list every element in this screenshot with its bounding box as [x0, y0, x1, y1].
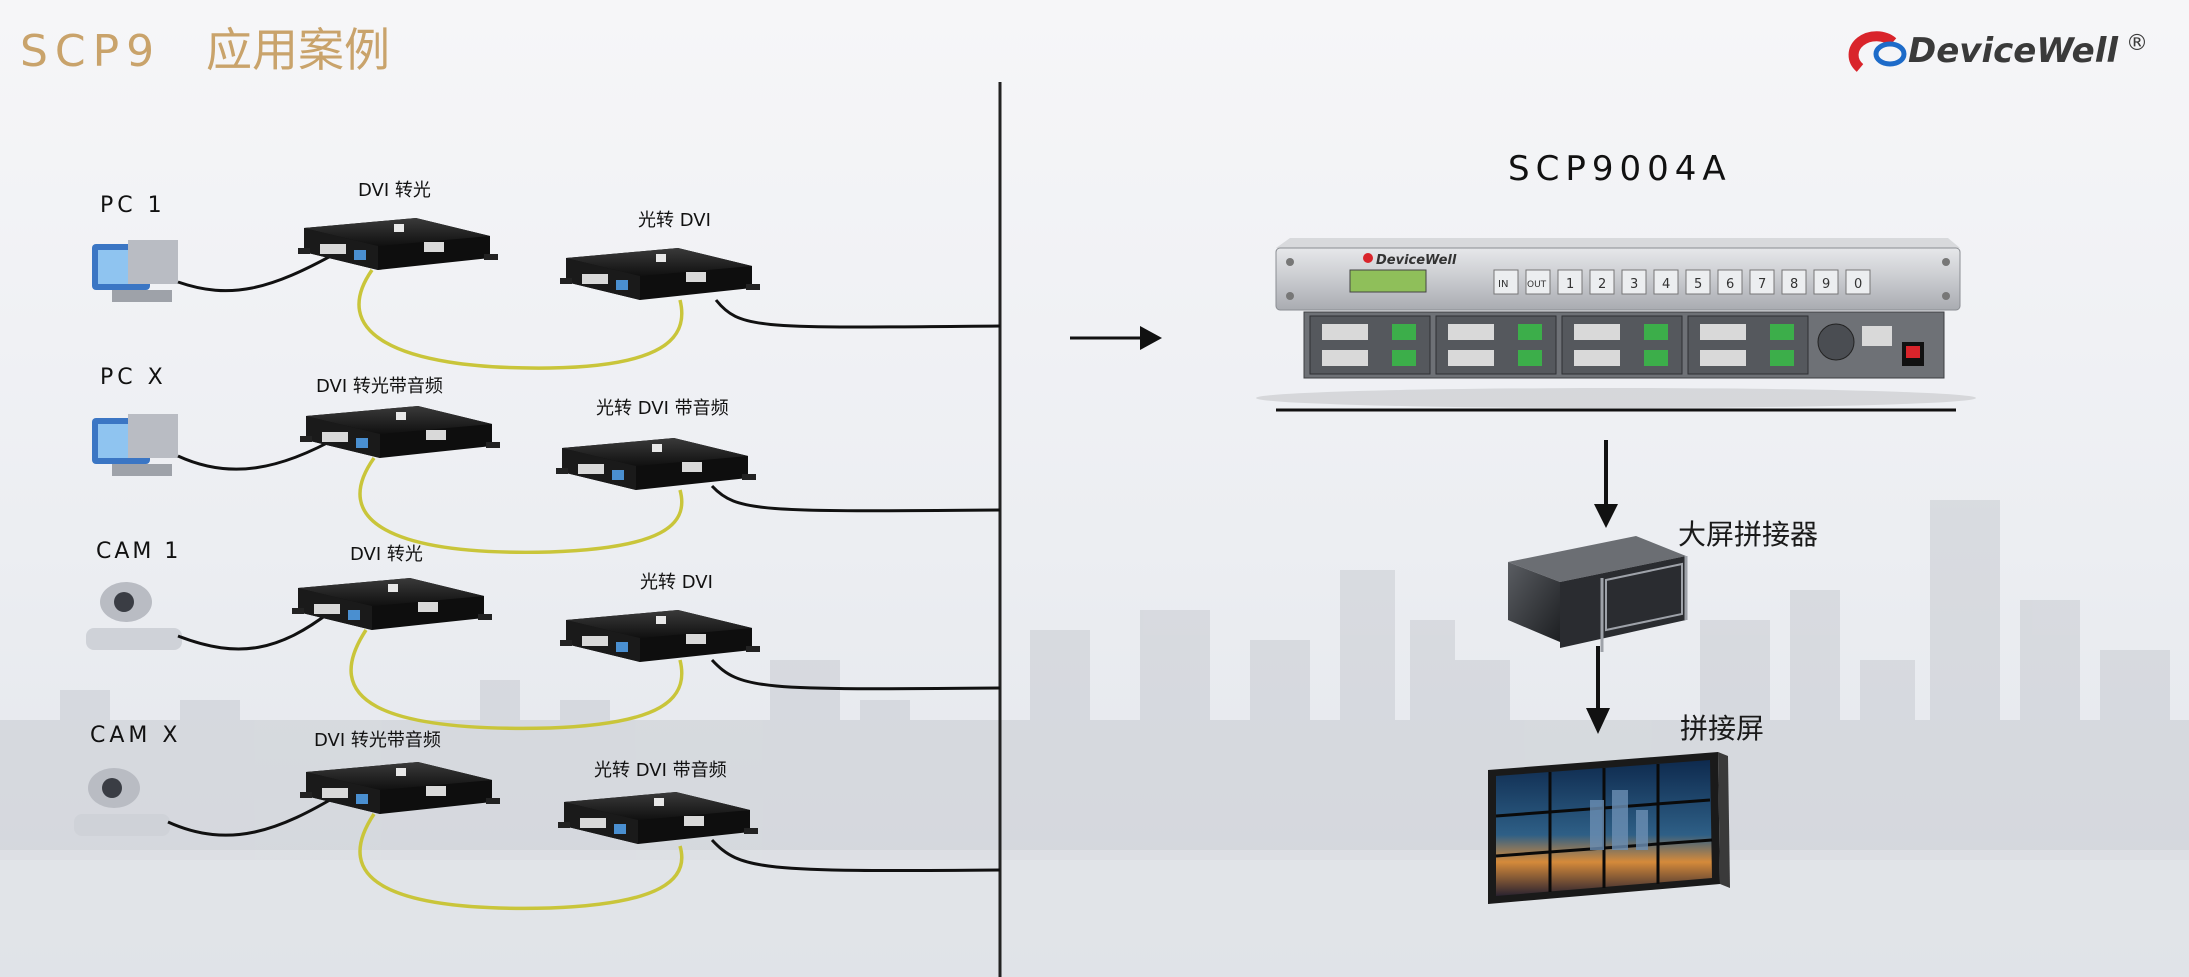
brand-mark: ® [2126, 31, 2148, 56]
pc-icon [92, 240, 178, 302]
matrix-model: SCP9004A [1508, 149, 1732, 189]
dvi-cable [177, 610, 331, 651]
page-title: SCP9 [20, 26, 161, 77]
arrow-right-icon [1070, 326, 1162, 350]
rx-label: 光转 DVI 带音频 [594, 760, 727, 781]
svg-text:0: 0 [1854, 277, 1862, 292]
page-title-cn: 应用案例 [206, 23, 390, 77]
city-skyline [0, 500, 2189, 860]
svg-text:3: 3 [1630, 277, 1638, 292]
pc-icon [92, 414, 178, 476]
output-cable [710, 484, 1001, 513]
dvi-cable [167, 792, 341, 837]
svg-text:5: 5 [1694, 277, 1702, 292]
svg-text:4: 4 [1662, 277, 1670, 292]
video-wall [1488, 752, 1730, 904]
video-splicer [1508, 536, 1688, 652]
arrow-down-icon [1586, 646, 1610, 734]
arrow-down-icon [1594, 440, 1618, 528]
svg-text:OUT: OUT [1527, 280, 1547, 290]
source-label: PC 1 [100, 193, 166, 218]
splicer-label: 大屏拼接器 [1678, 518, 1818, 551]
svg-text:2: 2 [1598, 277, 1606, 292]
camera-icon [74, 768, 170, 836]
source-row-1: PC 1 DVI 转光 光转 DVI [92, 180, 1001, 370]
camera-icon [86, 582, 182, 650]
lcd-display [1349, 269, 1427, 293]
power-module [1817, 323, 1924, 366]
video-wall-label: 拼接屏 [1680, 712, 1764, 745]
matrix-switcher: DeviceWell IN OUT 1 2 3 4 5 6 7 8 9 [1256, 238, 1976, 412]
tx-label: DVI 转光带音频 [316, 376, 443, 397]
tx-label: DVI 转光 [358, 180, 431, 201]
io-cards [1309, 315, 1809, 375]
svg-text:7: 7 [1758, 277, 1766, 292]
source-row-4: CAM X DVI 转光带音频 光转 DVI 带音频 [74, 723, 1001, 911]
keypad: IN OUT 1 2 3 4 5 6 7 8 9 0 [1493, 269, 1871, 295]
dvi-cable [177, 250, 339, 293]
svg-text:1: 1 [1566, 277, 1574, 292]
rx-label: 光转 DVI [638, 210, 711, 231]
devicewell-logo: DeviceWell ® [1848, 31, 2148, 72]
svg-text:6: 6 [1726, 277, 1734, 292]
output-cable [710, 838, 1001, 873]
svg-text:9: 9 [1822, 277, 1830, 292]
tx-label: DVI 转光 [350, 544, 423, 565]
source-row-3: CAM 1 DVI 转光 光转 DVI [86, 539, 1001, 731]
fiber-cable [357, 268, 684, 370]
fiber-cable [358, 813, 684, 911]
source-row-2: PC X DVI 转光带音频 光转 DVI 带音频 [92, 365, 1001, 555]
rx-label: 光转 DVI [640, 572, 713, 593]
source-label: PC X [100, 365, 167, 390]
svg-text:IN: IN [1498, 279, 1508, 290]
panel-brand: DeviceWell [1376, 253, 1457, 268]
svg-text:8: 8 [1790, 277, 1798, 292]
rx-label: 光转 DVI 带音频 [596, 398, 729, 419]
output-cable [714, 299, 1001, 329]
water [0, 850, 2189, 977]
tx-label: DVI 转光带音频 [314, 730, 441, 751]
source-label: CAM X [90, 723, 181, 748]
fiber-cable [349, 629, 684, 731]
source-label: CAM 1 [96, 539, 181, 564]
fiber-cable [358, 456, 684, 555]
dvi-cable [177, 434, 341, 471]
output-cable [710, 658, 1001, 691]
brand-name: DeviceWell [1908, 31, 2119, 71]
